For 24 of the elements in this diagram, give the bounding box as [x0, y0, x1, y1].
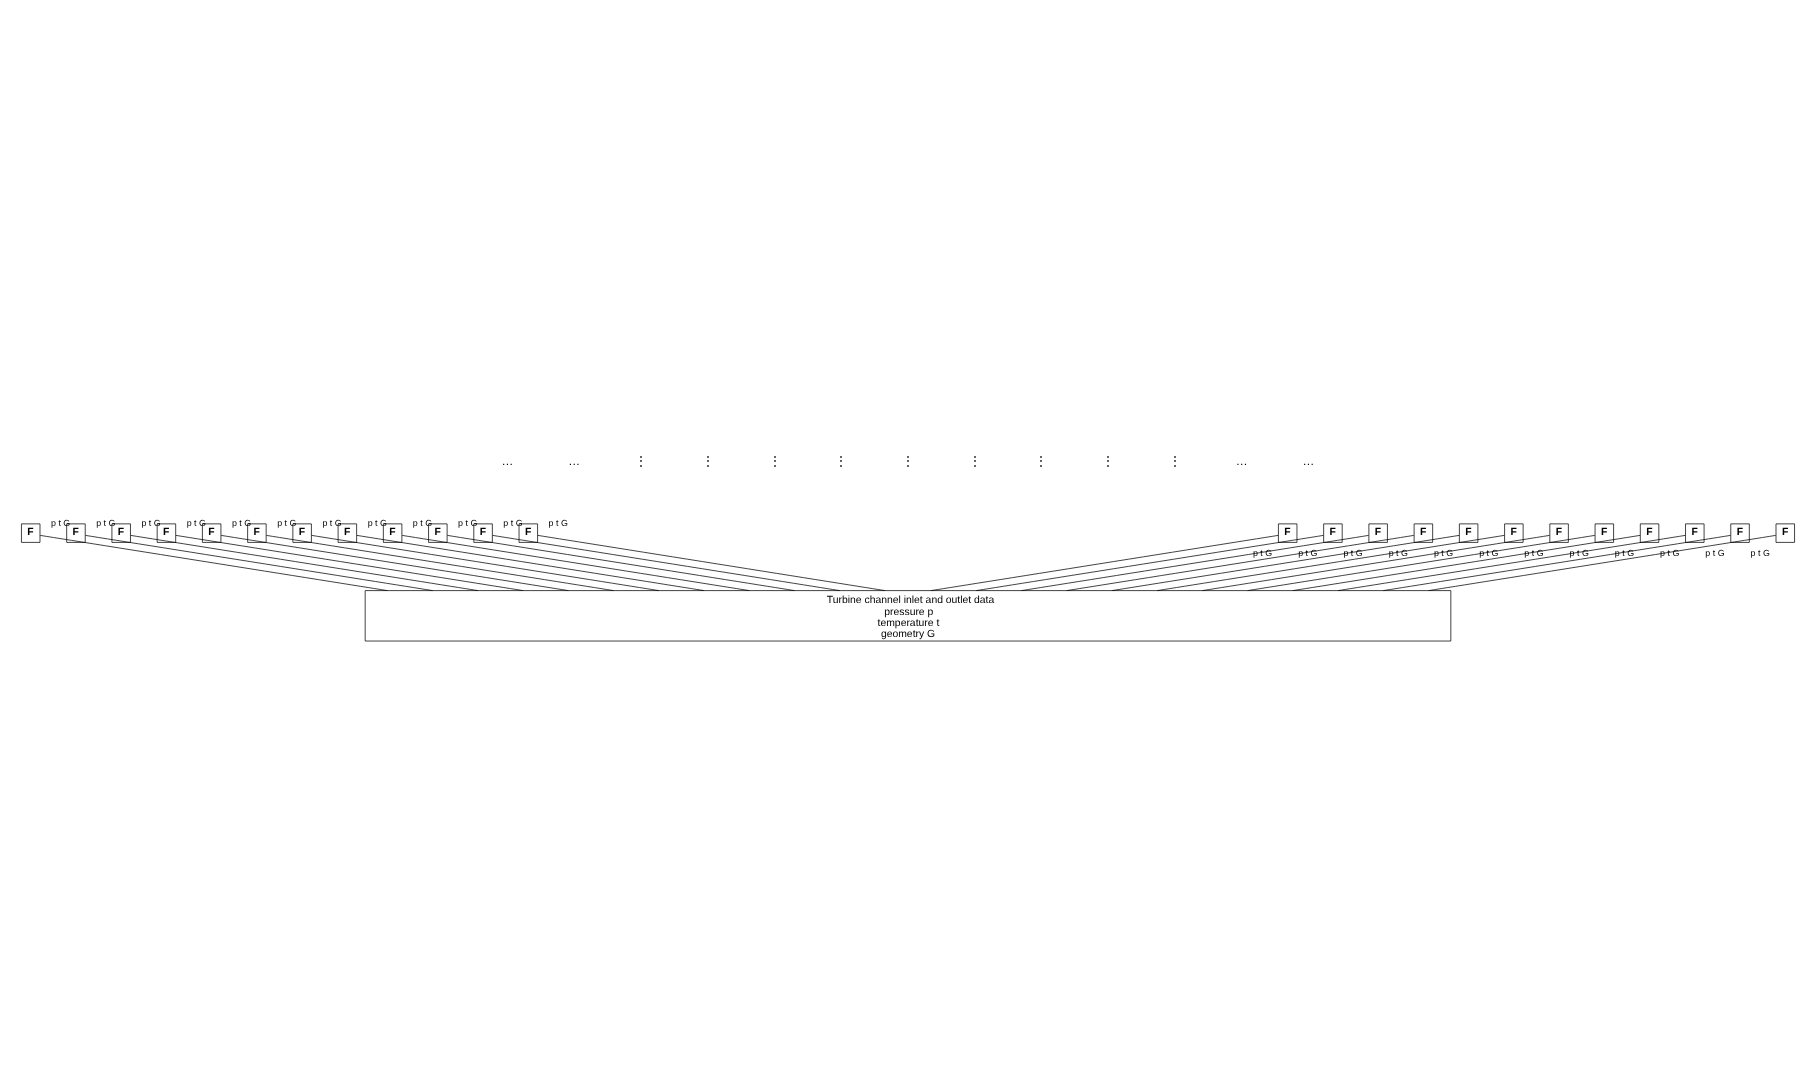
connector	[130, 534, 479, 590]
connector	[266, 534, 614, 590]
connector	[537, 534, 886, 590]
connector	[220, 534, 569, 590]
connector	[930, 534, 1279, 590]
connector	[975, 534, 1324, 590]
connector	[311, 534, 660, 590]
connector	[401, 534, 750, 590]
connector	[356, 534, 705, 590]
connector	[175, 534, 524, 590]
connector	[1021, 534, 1369, 590]
connector	[447, 534, 795, 590]
connector	[1428, 534, 1777, 590]
connector	[1202, 534, 1550, 590]
connector	[85, 534, 433, 590]
connector	[1156, 534, 1505, 590]
connector	[492, 534, 841, 590]
connector	[1066, 534, 1415, 590]
connector	[1383, 534, 1731, 590]
connector	[1337, 534, 1686, 590]
connector	[1111, 534, 1460, 590]
connector	[1247, 534, 1596, 590]
connector	[1292, 534, 1641, 590]
connector	[39, 534, 388, 590]
